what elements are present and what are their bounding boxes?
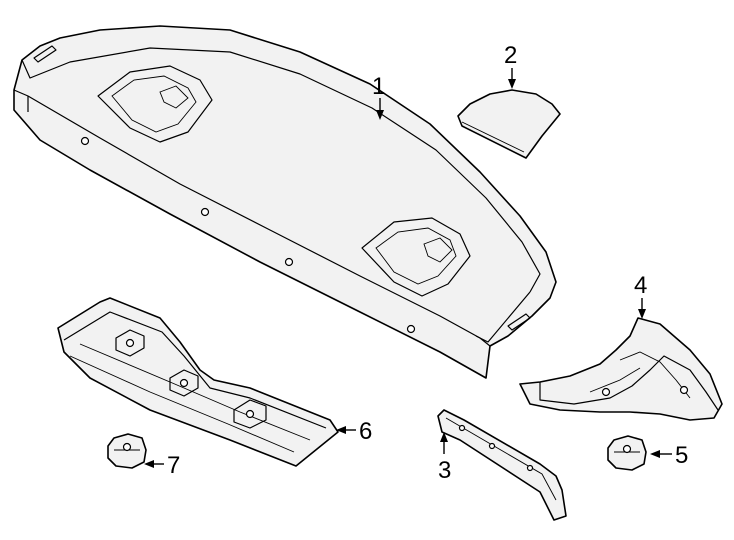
callout-4: 4 — [634, 272, 647, 299]
bracket-part — [437, 409, 567, 521]
callout-7: 7 — [167, 452, 180, 479]
callout-5: 5 — [675, 442, 688, 469]
package-tray-part — [13, 25, 557, 379]
callout-2: 2 — [504, 42, 517, 69]
callout-6: 6 — [359, 418, 372, 445]
clip-left-part — [107, 433, 147, 469]
clip-right-part — [607, 435, 647, 471]
callout-1: 1 — [372, 73, 385, 100]
leader-lines — [144, 68, 672, 468]
cover-pad-part — [457, 89, 561, 159]
callout-3: 3 — [438, 457, 451, 484]
side-trim-part — [519, 317, 723, 421]
support-panel-part — [57, 297, 339, 467]
